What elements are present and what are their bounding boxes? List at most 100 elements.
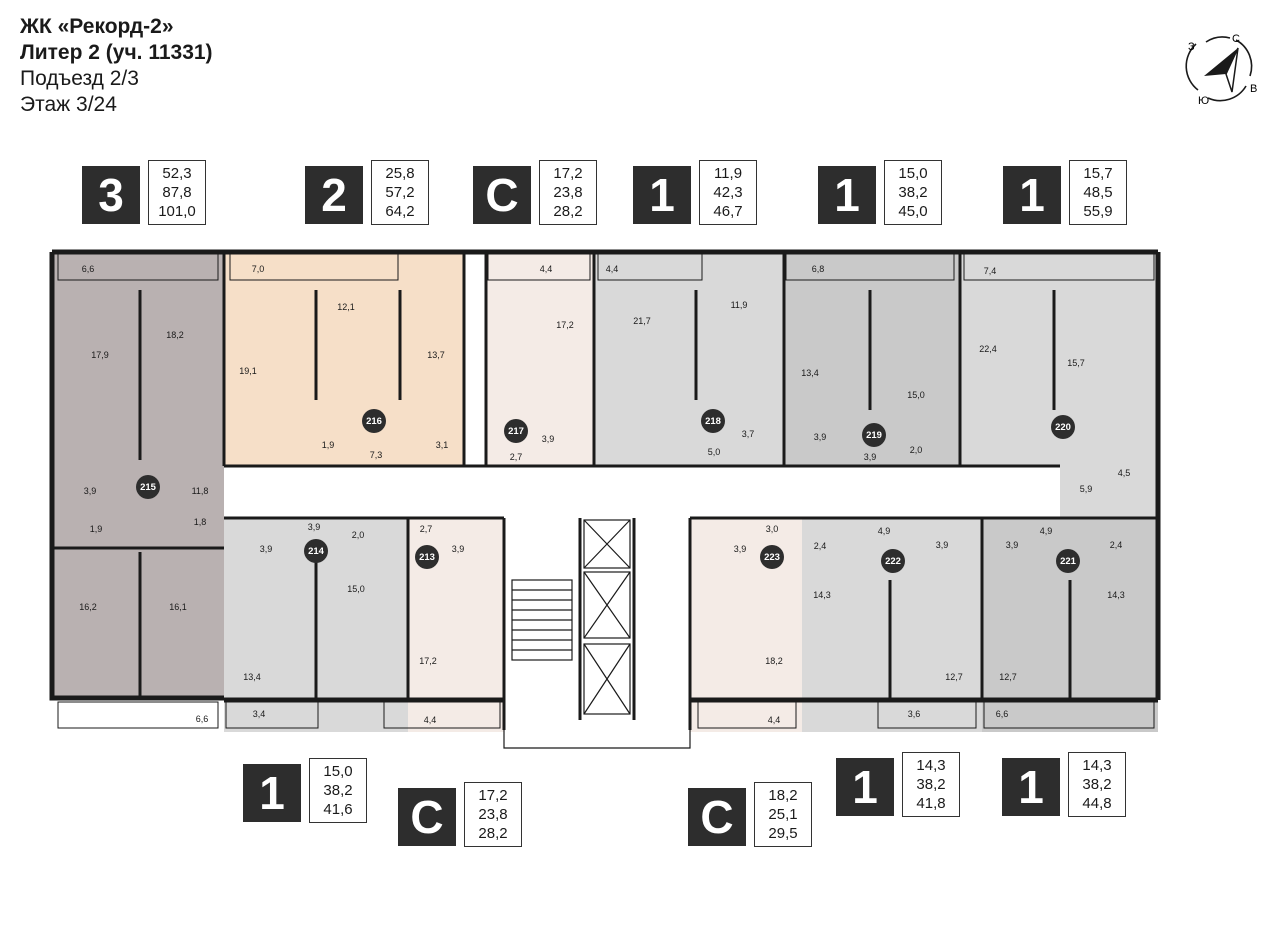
full-area: 41,8 [916, 795, 946, 812]
full-area: 41,6 [323, 801, 353, 818]
apartment-217-area[interactable] [486, 252, 594, 466]
apt-type-badge: 1 [818, 166, 876, 224]
living-area: 11,9 [713, 165, 743, 182]
compass-north: С [1232, 33, 1240, 45]
room-area: 19,1 [239, 366, 257, 376]
legend-bottom-4: 1 14,3 38,2 41,8 [836, 752, 960, 817]
apartment-217-marker[interactable] [504, 419, 528, 443]
area-values: 52,3 87,8 101,0 [148, 160, 206, 225]
apartment-216-marker[interactable] [362, 409, 386, 433]
room-area: 14,3 [1107, 590, 1125, 600]
apartment-number: 218 [705, 416, 721, 427]
apt-type-badge: 1 [633, 166, 691, 224]
room-area: 7,4 [984, 266, 997, 276]
full-area: 45,0 [898, 203, 928, 220]
full-area: 55,9 [1083, 203, 1113, 220]
room-area: 1,8 [194, 517, 207, 527]
room-area: 2,0 [910, 445, 923, 455]
apartment-215-area[interactable] [52, 252, 224, 698]
room-area: 3,4 [253, 709, 266, 719]
total-area: 38,2 [323, 782, 353, 799]
room-area: 4,4 [606, 264, 619, 274]
room-area: 2,4 [1110, 540, 1123, 550]
apartment-223-marker[interactable] [760, 545, 784, 569]
room-area: 6,6 [996, 709, 1009, 719]
legend-bottom-3: C 18,2 25,1 29,5 [688, 782, 812, 847]
room-area: 6,6 [82, 264, 95, 274]
compass: З С Ю В [1180, 30, 1262, 107]
full-area: 44,8 [1082, 795, 1112, 812]
room-area: 18,2 [765, 656, 783, 666]
apartment-218-area[interactable] [594, 252, 784, 466]
room-area: 5,0 [708, 447, 721, 457]
apt-type-badge: 1 [243, 764, 301, 822]
area-values: 14,3 38,2 44,8 [1068, 752, 1126, 817]
room-area: 4,4 [540, 264, 553, 274]
apt-type-badge: 3 [82, 166, 140, 224]
area-values: 18,2 25,1 29,5 [754, 782, 812, 847]
room-area: 3,7 [742, 429, 755, 439]
apartment-number: 221 [1060, 556, 1077, 567]
living-area: 14,3 [1082, 757, 1112, 774]
room-area: 14,3 [813, 590, 831, 600]
room-area: 1,9 [90, 524, 103, 534]
total-area: 38,2 [898, 184, 928, 201]
compass-icon: З С Ю В [1185, 33, 1257, 107]
room-area: 21,7 [633, 316, 651, 326]
apartment-number: 220 [1055, 422, 1071, 433]
apartment-218-marker[interactable] [701, 409, 725, 433]
room-area: 2,7 [510, 452, 523, 462]
area-values: 15,0 38,2 45,0 [884, 160, 942, 225]
legend-top-2: 2 25,8 57,2 64,2 [305, 160, 429, 225]
room-area: 6,6 [196, 714, 209, 724]
area-values: 15,7 48,5 55,9 [1069, 160, 1127, 225]
apartment-213-marker[interactable] [415, 545, 439, 569]
apartment-number: 217 [508, 426, 524, 437]
room-area: 7,0 [252, 264, 265, 274]
project-title: ЖК «Рекорд-2» [20, 15, 174, 38]
building-title: Литер 2 (уч. 11331) [20, 41, 213, 64]
area-values: 17,2 23,8 28,2 [464, 782, 522, 847]
room-area: 1,9 [322, 440, 335, 450]
header: ЖК «Рекорд-2» Литер 2 (уч. 11331) Подъез… [20, 14, 213, 118]
apartment-number: 213 [419, 552, 435, 563]
room-area: 3,9 [84, 486, 97, 496]
apt-type-badge: 1 [1002, 758, 1060, 816]
room-area: 3,9 [936, 540, 949, 550]
total-area: 23,8 [553, 184, 583, 201]
floor-label: Этаж 3/24 [20, 93, 117, 116]
living-area: 52,3 [162, 165, 192, 182]
room-area: 11,8 [192, 486, 209, 496]
living-area: 15,7 [1083, 165, 1113, 182]
compass-east: В [1250, 83, 1257, 95]
legend-top-6: 1 15,7 48,5 55,9 [1003, 160, 1127, 225]
apartment-216-area[interactable] [224, 252, 464, 466]
room-area: 4,4 [424, 715, 437, 725]
room-area: 17,9 [91, 350, 109, 360]
full-area: 28,2 [478, 825, 508, 842]
apartment-221-marker[interactable] [1056, 549, 1080, 573]
room-area: 13,4 [243, 672, 261, 682]
room-area: 11,9 [731, 300, 748, 310]
total-area: 23,8 [478, 806, 508, 823]
apartment-215-marker[interactable] [136, 475, 160, 499]
room-area: 3,9 [542, 434, 555, 444]
apartment-220-marker[interactable] [1051, 415, 1075, 439]
area-values: 17,2 23,8 28,2 [539, 160, 597, 225]
room-area: 22,4 [979, 344, 997, 354]
full-area: 28,2 [553, 203, 583, 220]
room-area: 3,6 [908, 709, 921, 719]
apartment-219-marker[interactable] [862, 423, 886, 447]
room-area: 3,9 [1006, 540, 1019, 550]
room-area: 16,1 [169, 602, 187, 612]
full-area: 29,5 [768, 825, 798, 842]
room-area: 18,2 [166, 330, 184, 340]
apartment-214-marker[interactable] [304, 539, 328, 563]
apartment-number: 216 [366, 416, 382, 427]
room-area: 5,9 [1080, 484, 1093, 494]
room-area: 3,9 [814, 432, 827, 442]
living-area: 25,8 [385, 165, 415, 182]
total-area: 87,8 [162, 184, 192, 201]
apartment-222-marker[interactable] [881, 549, 905, 573]
